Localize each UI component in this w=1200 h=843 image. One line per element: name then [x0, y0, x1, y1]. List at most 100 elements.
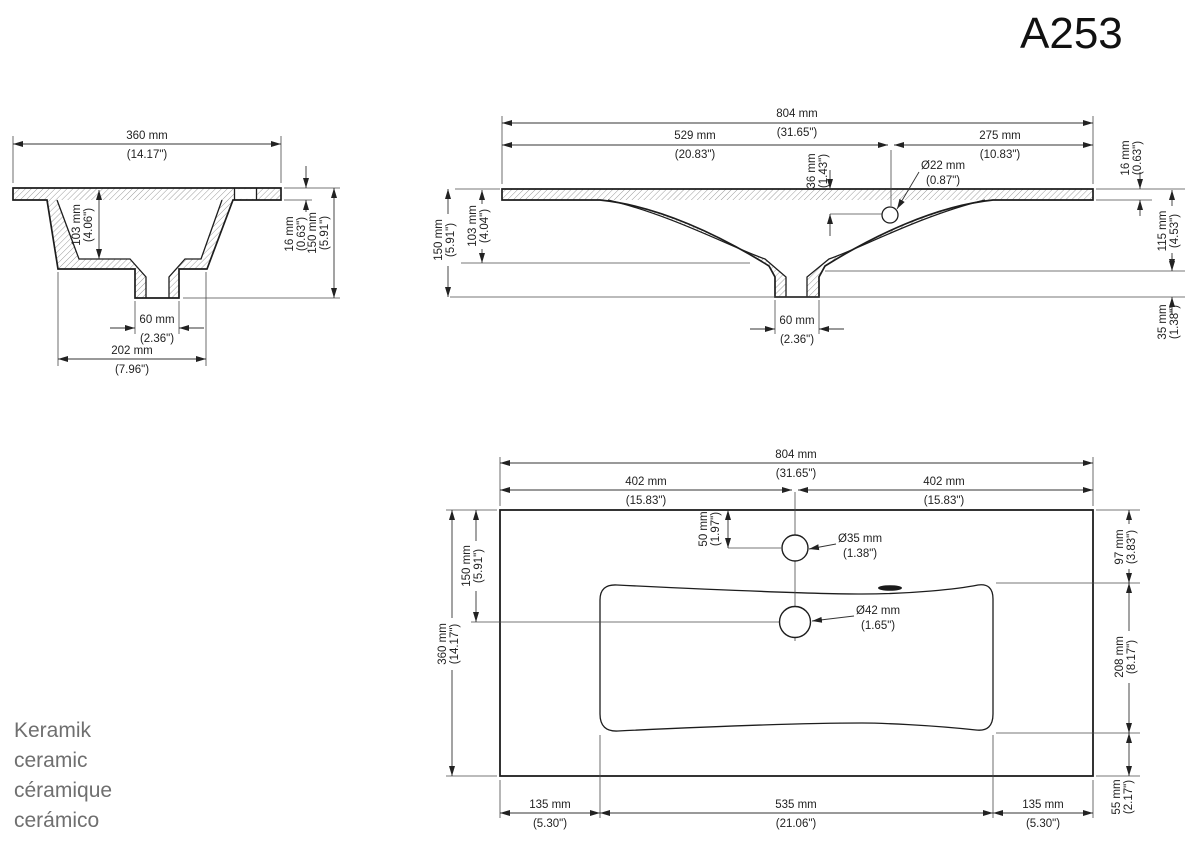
front-overflow-dia-in: (0.87"): [926, 175, 960, 187]
front-overflow-right-mm: 275 mm: [979, 130, 1021, 142]
plan-drain-hole: [778, 605, 812, 639]
front-width-mm: 804 mm: [776, 108, 818, 120]
plan-basin-outline: [599, 584, 994, 732]
plan-dim-top-margin: 97 mm (3.83"): [1112, 510, 1146, 583]
front-inner-height-mm: 115 mm: [1157, 211, 1169, 252]
front-rim-in: (0.63"): [1132, 141, 1144, 175]
front-depth-in: (4.04"): [479, 209, 491, 243]
front-drain-in: (2.36"): [780, 334, 814, 346]
plan-overflow-slot: [878, 585, 902, 591]
plan-faucet-hole: [781, 534, 809, 562]
plan-right-margin-in: (5.30"): [1026, 818, 1060, 830]
side-dim-rim: 16 mm (0.63"): [284, 166, 309, 252]
plan-bottom-margin-in: (2.17"): [1123, 780, 1135, 814]
front-dim-overflow-right: 275 mm (10.83"): [894, 130, 1093, 161]
front-height-mm: 150 mm: [433, 219, 445, 261]
front-ceramic-hatch: [502, 189, 1093, 297]
side-ceramic-hatch: [13, 188, 281, 298]
front-extension-lines: [450, 116, 1185, 334]
plan-left-margin-in: (5.30"): [533, 818, 567, 830]
side-dim-width: 360 mm (14.17"): [13, 130, 281, 161]
plan-drain-dia-mm: Ø42 mm: [856, 605, 900, 617]
side-height-mm: 150 mm: [307, 212, 319, 254]
plan-faucet-dia-mm: Ø35 mm: [838, 533, 882, 545]
plan-dim-bottom-margin: 55 mm (2.17"): [1111, 733, 1135, 815]
plan-extension-lines: [446, 457, 1140, 818]
plan-width-in: (31.65"): [776, 468, 817, 480]
plan-drain-offset-in: (5.91"): [473, 549, 485, 583]
front-dim-overflow-x: 529 mm (20.83"): [502, 130, 888, 161]
side-rim-in: (0.63"): [296, 217, 308, 251]
side-dim-drain: 60 mm (2.36"): [110, 314, 204, 345]
material-label-es: cerámico: [14, 809, 99, 832]
front-overflow-dia-mm: Ø22 mm: [921, 160, 965, 172]
plan-dim-half-left: 402 mm (15.83"): [500, 476, 792, 507]
side-outer-outline: [12, 187, 282, 299]
front-rim-mm: 16 mm: [1120, 140, 1132, 175]
plan-dim-left-margin: 135 mm (5.30"): [500, 799, 600, 830]
plan-drain-dia-in: (1.65"): [861, 620, 895, 632]
plan-basin-width-in: (21.06"): [776, 818, 817, 830]
front-overflow-label: Ø22 mm (0.87"): [896, 160, 965, 210]
plan-dim-drain-offset: 150 mm (5.91"): [461, 510, 489, 622]
plan-faucet-dia-in: (1.38"): [843, 548, 877, 560]
front-dim-drain: 60 mm (2.36"): [750, 315, 844, 346]
front-depth-mm: 103 mm: [467, 205, 479, 247]
plan-drain-label: Ø42 mm (1.65"): [811, 605, 900, 632]
top-plan-view: 804 mm (31.65") 402 mm (15.83") 402 mm (…: [437, 449, 1146, 830]
front-dim-overflow-y: 36 mm (1.43"): [806, 153, 882, 236]
side-height-in: (5.91"): [319, 216, 331, 250]
front-dim-depth: 103 mm (4.04"): [467, 190, 495, 263]
front-section-view: 804 mm (31.65") 529 mm (20.83") 275 mm (…: [433, 108, 1188, 346]
side-dim-height: 150 mm (5.91"): [307, 188, 337, 298]
material-labels: Keramik ceramic céramique cerámico: [14, 719, 112, 832]
material-label-fr: céramique: [14, 779, 112, 802]
front-overflow-y-in: (1.43"): [818, 154, 830, 188]
side-section-view: 360 mm (14.17") 103 mm (4.06") 16 mm (0.…: [12, 130, 340, 376]
front-dim-width: 804 mm (31.65"): [502, 108, 1093, 139]
plan-bottom-margin-mm: 55 mm: [1111, 779, 1123, 814]
front-overflow-hole: [881, 206, 899, 224]
side-width-mm: 360 mm: [126, 130, 168, 142]
side-width-in: (14.17"): [127, 149, 168, 161]
plan-dim-width: 804 mm (31.65"): [500, 449, 1093, 480]
plan-dim-right-margin: 135 mm (5.30"): [993, 799, 1093, 830]
front-drain-mm: 60 mm: [779, 315, 814, 327]
side-depth-mm: 103 mm: [71, 204, 83, 246]
front-inner-height-in: (4.53"): [1169, 214, 1181, 248]
plan-depth-mm: 360 mm: [437, 623, 449, 665]
model-title: A253: [1020, 9, 1123, 58]
front-dim-inner-height: 115 mm (4.53"): [1154, 190, 1188, 269]
side-rim-mm: 16 mm: [284, 216, 296, 251]
plan-faucet-offset-mm: 50 mm: [698, 511, 710, 546]
material-label-de: Keramik: [14, 719, 92, 742]
front-overflow-y-mm: 36 mm: [806, 153, 818, 188]
plan-faucet-label: Ø35 mm (1.38"): [808, 533, 882, 560]
plan-faucet-offset-in: (1.97"): [710, 512, 722, 546]
front-base-mm: 35 mm: [1157, 304, 1169, 339]
plan-dim-faucet-offset: 50 mm (1.97"): [698, 510, 781, 549]
side-depth-in: (4.06"): [83, 208, 95, 242]
side-inner-outline: [56, 199, 223, 298]
front-base-in: (1.38"): [1169, 305, 1181, 339]
plan-basin-length-in: (8.17"): [1126, 640, 1138, 674]
side-drain-mm: 60 mm: [139, 314, 174, 326]
plan-drain-offset-mm: 150 mm: [461, 545, 473, 587]
plan-top-margin-in: (3.83"): [1126, 530, 1138, 564]
plan-top-margin-mm: 97 mm: [1114, 529, 1126, 564]
front-dim-rim: 16 mm (0.63"): [1120, 140, 1144, 216]
plan-half-right-in: (15.83"): [924, 495, 965, 507]
front-dim-base: 35 mm (1.38"): [1157, 253, 1181, 340]
plan-dim-half-right: 402 mm (15.83"): [798, 476, 1093, 507]
plan-depth-in: (14.17"): [449, 624, 461, 665]
plan-right-margin-mm: 135 mm: [1022, 799, 1064, 811]
side-dim-depth: 103 mm (4.06"): [71, 190, 102, 259]
side-overflow-channel: [234, 189, 257, 199]
plan-dim-depth: 360 mm (14.17"): [437, 510, 465, 776]
front-width-in: (31.65"): [777, 127, 818, 139]
plan-left-margin-mm: 135 mm: [529, 799, 571, 811]
plan-dim-basin-width: 535 mm (21.06"): [600, 799, 993, 830]
side-base-in: (7.96"): [115, 364, 149, 376]
plan-basin-width-mm: 535 mm: [775, 799, 817, 811]
